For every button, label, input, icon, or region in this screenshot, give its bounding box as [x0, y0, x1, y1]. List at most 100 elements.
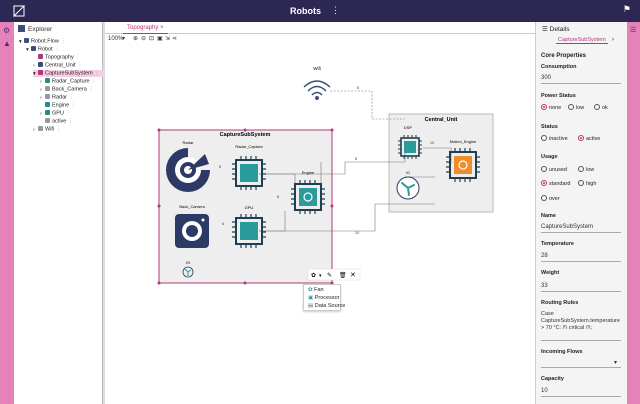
radar-label: Radar	[183, 140, 195, 145]
notification-icon[interactable]: ⚑	[622, 4, 631, 14]
status-active-radio[interactable]: active	[578, 135, 600, 142]
tree-item-menu-icon[interactable]: ⋮	[66, 118, 74, 125]
radar-icon[interactable]	[166, 148, 210, 192]
tree-item[interactable]: ›Radar ⋮	[40, 94, 74, 101]
explorer-header: Explorer	[18, 25, 52, 33]
export-icon[interactable]: ▣	[157, 36, 163, 42]
zoom-select[interactable]: 100%	[108, 36, 124, 42]
radio-label: over	[549, 196, 560, 202]
tree-item[interactable]: ▾Robot ⋮	[26, 46, 60, 53]
temperature-field[interactable]: 28	[541, 253, 548, 259]
close-icon[interactable]: ✕	[350, 272, 356, 279]
menu-item-processor[interactable]: ▣ Processor	[308, 295, 340, 301]
properties-activity-icon[interactable]: ☰	[630, 27, 637, 34]
menu-item-data-source[interactable]: ▤ Data Source	[308, 303, 345, 309]
tree-item[interactable]: ›Central_Unit ⋮	[33, 62, 83, 69]
chevron-right-icon[interactable]: ›	[612, 37, 614, 43]
usage-standard-radio[interactable]: standard	[541, 180, 570, 187]
expand-arrow-icon[interactable]: ›	[40, 86, 42, 93]
tree-item[interactable]: ▾Robot.Flow ⋮	[19, 38, 66, 45]
io-fan-icon[interactable]	[396, 176, 420, 200]
tree-item[interactable]: ›Back_Camera ⋮	[40, 86, 94, 93]
tab-close-icon[interactable]: ×	[160, 25, 164, 31]
tree-item[interactable]: ›Wifi ⋮	[33, 126, 61, 133]
diagram-canvas[interactable]: Central_Unit CaptureSubSystem Wifi	[105, 44, 535, 404]
delete-icon[interactable]: 🗑	[339, 271, 347, 279]
power-none-radio[interactable]: none	[541, 104, 561, 111]
tree-item[interactable]: active ⋮	[40, 118, 73, 125]
expand-arrow-icon[interactable]: ›	[33, 126, 35, 133]
routing-rules-textarea[interactable]: Case CaptureSubSystem.temperature > 70 °…	[541, 311, 620, 331]
tree-item-menu-icon[interactable]: ⋮	[89, 78, 97, 85]
tree-item[interactable]: ▾CaptureSubSystem ⋮	[33, 70, 103, 77]
power-ok-radio[interactable]: ok	[594, 104, 608, 111]
radio-label: low	[586, 167, 595, 173]
fit-icon[interactable]: ⊡	[149, 36, 155, 42]
left-activity-bar: ⚙ ▲	[0, 22, 14, 404]
usage-low-radio[interactable]: low	[578, 166, 594, 173]
expand-arrow-icon[interactable]: ›	[40, 94, 42, 101]
zoom-out-icon[interactable]: ⊖	[141, 36, 147, 42]
tree-item-label: active	[52, 118, 67, 125]
details-tab[interactable]: CaptureSubSystem	[556, 37, 608, 44]
expand-arrow-icon[interactable]: ›	[40, 110, 42, 117]
motion-engine-chip-icon[interactable]	[446, 148, 480, 182]
tree-item[interactable]: ›Radar_Capture ⋮	[40, 78, 97, 85]
engine-chip-icon[interactable]	[291, 180, 325, 214]
menu-item-fan[interactable]: ✿ Fan	[308, 287, 324, 293]
edit-icon[interactable]: ✎	[327, 272, 332, 279]
fan-icon[interactable]	[182, 266, 194, 278]
status-inactive-radio[interactable]: inactive	[541, 135, 568, 142]
gpu-chip-icon[interactable]	[232, 214, 266, 248]
tree-item-menu-icon[interactable]: ⋮	[86, 86, 94, 93]
tree-item-menu-icon[interactable]: ⋮	[54, 126, 62, 133]
wifi-icon[interactable]	[303, 80, 331, 100]
tab-topography[interactable]: Topography ×	[123, 23, 168, 34]
camera-icon[interactable]	[175, 214, 209, 248]
tree-item-menu-icon[interactable]: ⋮	[73, 54, 81, 61]
radio-label: ok	[602, 105, 608, 111]
tree-item-menu-icon[interactable]: ⋮	[66, 94, 75, 101]
consumption-field[interactable]: 300	[541, 75, 552, 81]
expand-arrow-icon[interactable]: ›	[40, 78, 42, 85]
tree-item-menu-icon[interactable]: ⋮	[58, 38, 66, 45]
layout-icon[interactable]: ⇲	[165, 36, 171, 42]
power-low-radio[interactable]: low	[568, 104, 584, 111]
tree-item-menu-icon[interactable]: ⋮	[69, 102, 77, 109]
expand-arrow-icon[interactable]: ›	[33, 62, 35, 69]
share-icon[interactable]: ⋖	[172, 36, 178, 42]
tree-item[interactable]: ›GPU ⋮	[40, 110, 71, 117]
capacity-field[interactable]: 10	[541, 388, 548, 394]
weight-field[interactable]: 33	[541, 283, 548, 289]
tree-item-menu-icon[interactable]: ⋮	[52, 46, 60, 53]
tree-item[interactable]: Topography ⋮	[33, 54, 81, 61]
selection-handles[interactable]	[157, 128, 334, 285]
warning-activity-icon[interactable]: ▲	[3, 39, 11, 48]
app-menu-button[interactable]: ⋮	[331, 5, 340, 15]
fan-add-icon[interactable]: ✿	[311, 272, 316, 279]
tree-item-menu-icon[interactable]: ⋮	[63, 110, 71, 117]
radar-capture-chip-icon[interactable]	[232, 156, 266, 190]
dsp-chip-icon[interactable]	[398, 135, 422, 159]
tree-item-menu-icon[interactable]: ⋮	[75, 62, 83, 69]
expand-arrow-icon[interactable]: ▾	[33, 70, 36, 77]
usage-high-radio[interactable]: high	[578, 180, 596, 187]
usage-unused-radio[interactable]: unused	[541, 166, 567, 173]
tree-node-icon	[45, 86, 50, 91]
app-logo-icon[interactable]	[12, 4, 26, 18]
expand-arrow-icon[interactable]: ▾	[19, 38, 22, 45]
tree-item[interactable]: Engine ⋮	[40, 102, 76, 109]
usage-over-radio[interactable]: over	[541, 195, 560, 202]
tree-node-icon	[45, 118, 50, 123]
panel-splitter[interactable]	[103, 22, 105, 404]
tree-item-menu-icon[interactable]: ⋮	[92, 70, 100, 77]
name-field[interactable]: CaptureSubSystem	[541, 224, 594, 230]
zoom-in-icon[interactable]: ⊕	[133, 36, 139, 42]
dropdown-icon[interactable]: ▾	[319, 273, 322, 279]
expand-arrow-icon[interactable]: ▾	[26, 46, 29, 53]
incoming-flows-select[interactable]	[541, 367, 621, 368]
zoom-dropdown-icon[interactable]: ▾	[122, 36, 126, 42]
explorer-activity-icon[interactable]: ⚙	[3, 26, 11, 35]
hamburger-icon[interactable]: ☰	[542, 26, 550, 33]
incoming-flows-dropdown-icon[interactable]: ▾	[614, 360, 618, 366]
